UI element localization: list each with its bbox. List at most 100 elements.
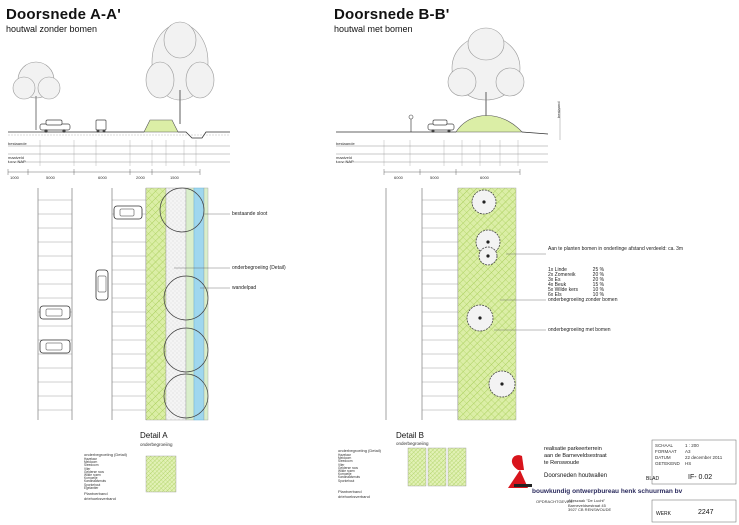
detail-b-swatch — [407, 447, 467, 487]
section-a-subtitle: houtwal zonder bomen — [6, 24, 98, 34]
detail-list-item: Vlier — [338, 462, 345, 467]
houtwal-strip — [145, 187, 167, 421]
meta-value: A3 — [685, 449, 691, 454]
detail-list-item: Kornoelje — [84, 476, 98, 481]
detail-list-item: Gelderse roos — [338, 465, 359, 470]
species-code: 3x — [548, 277, 555, 283]
detail-a-swatch — [145, 455, 177, 493]
meta-value: 22 december 2011 — [685, 455, 723, 460]
detail-list-item: Egelantier — [84, 485, 99, 490]
species-pct: 15 % — [592, 282, 605, 288]
detail-b-subtitle: onderbegroeiing — [396, 441, 429, 446]
row-label: bestaande — [336, 141, 355, 146]
logo-icon — [508, 455, 532, 488]
species-pct: 20 % — [592, 272, 605, 278]
tree-plan-icon — [471, 189, 497, 215]
detail-list-item: Sporkehout — [84, 482, 101, 487]
tree-plan-icon — [488, 370, 516, 398]
tree-plan-icon — [466, 304, 494, 332]
detail-list-item: Gelderse roos — [84, 469, 105, 474]
detail-foot: driehoeksverband — [84, 496, 116, 501]
detail-list-item: Kardinaalsmuts — [338, 475, 360, 480]
car-icon — [427, 119, 455, 133]
detail-foot: Plantverband — [338, 489, 362, 494]
detail-a-subtitle: onderbegroeiing — [140, 442, 173, 447]
dimension-label: 1000 — [10, 175, 19, 180]
werk-value: 2247 — [698, 509, 714, 516]
client-label: OPDRACHTGEVER: — [536, 499, 574, 504]
detail-list-item: Wilde rozen — [84, 473, 101, 478]
annotation-label: onderbegroeiing met bomen — [548, 327, 611, 333]
plan-b-drawing — [385, 187, 546, 421]
car-icon — [95, 269, 109, 301]
species-pct: 20 % — [592, 277, 605, 283]
annotation-label: onderbegroeiing (Detail) — [232, 265, 286, 271]
dimension-label: 6000 — [98, 175, 107, 180]
species-name: Els — [554, 292, 562, 298]
section-a-title: Doorsnede A-A' — [6, 6, 121, 23]
species-code: 5x — [548, 287, 555, 293]
species-code: 6x — [548, 292, 555, 298]
section-b-subtitle: houtwal met bomen — [334, 24, 413, 34]
project-line: aan de Barneveldsestraat — [544, 453, 607, 459]
annotation-label: onderbegroeiing zonder bomen — [548, 297, 618, 303]
meta-value: HS — [685, 461, 692, 466]
detail-list-item: Kornoelje — [338, 472, 352, 477]
client-line: Barneveldsestraat 45 — [568, 502, 606, 508]
species-header: Aan te planten bomen in onderlinge afsta… — [548, 246, 684, 252]
species-name: Linde — [554, 267, 567, 273]
detail-list-item: Sleedoorn — [338, 459, 353, 464]
ground-line — [336, 131, 549, 135]
title-block-frame — [651, 439, 737, 523]
detail-list-header: onderbegroeiing (Detail) — [338, 448, 381, 453]
detail-list-item: Sleedoorn — [84, 463, 99, 468]
detail-list-item: Vlier — [84, 466, 91, 471]
tree-icon — [145, 21, 215, 124]
dimension-label: 5000 — [46, 175, 55, 180]
detail-list-item: Meidoorn — [338, 456, 352, 461]
lamp-post-icon — [408, 114, 414, 132]
dimension-label: 5000 — [430, 175, 439, 180]
species-code: 1x — [548, 267, 555, 273]
species-pct: 10 % — [592, 287, 605, 293]
tree-plan-icon — [466, 189, 516, 398]
annotation-label: wandelpad — [232, 285, 257, 291]
row-label: maaiveld t.o.v. NAP — [336, 155, 354, 164]
meta-row: FORMAAT A3 — [655, 449, 722, 455]
annotation-label: bestaande sloot — [232, 211, 268, 217]
project-line: realisatie parkeerterrein — [544, 446, 602, 452]
detail-list-item: Wilde rozen — [338, 469, 355, 474]
client-info: Alleszaak "De Lucht" Barneveldsestraat 4… — [568, 498, 612, 513]
species-name: Beuk — [554, 282, 567, 288]
section-b-title: Doorsnede B-B' — [334, 6, 450, 23]
werk-label: WERK — [656, 511, 671, 517]
species-code: 2x — [548, 272, 555, 278]
detail-list-item: Kardinaalsmuts — [84, 479, 106, 484]
detail-list-item: Hazelaar — [84, 457, 97, 461]
tree-plan-icon — [478, 246, 498, 266]
meta-label: FORMAAT — [655, 449, 677, 454]
car-icon — [39, 339, 71, 354]
tree-icon — [12, 61, 61, 130]
row-label: bestaande — [8, 141, 27, 146]
houtwal-berm — [143, 119, 179, 133]
species-name: Es — [554, 277, 561, 283]
meta-label: SCHAAL — [655, 443, 674, 448]
client-line: Alleszaak "De Lucht" — [568, 498, 606, 503]
project-line: te Renswoude — [544, 460, 580, 466]
species-code: 4x — [548, 282, 555, 288]
car-icon — [113, 205, 143, 220]
tree-icon — [447, 27, 525, 116]
detail-list-item: Meidoorn — [84, 460, 98, 465]
client-line: 3927 CB RENSWOUDE — [568, 507, 612, 512]
ditch-strip — [185, 187, 195, 421]
row-label: maaiveld t.o.v. NAP — [8, 155, 26, 164]
detail-list-item: Hazelaar — [338, 453, 351, 457]
